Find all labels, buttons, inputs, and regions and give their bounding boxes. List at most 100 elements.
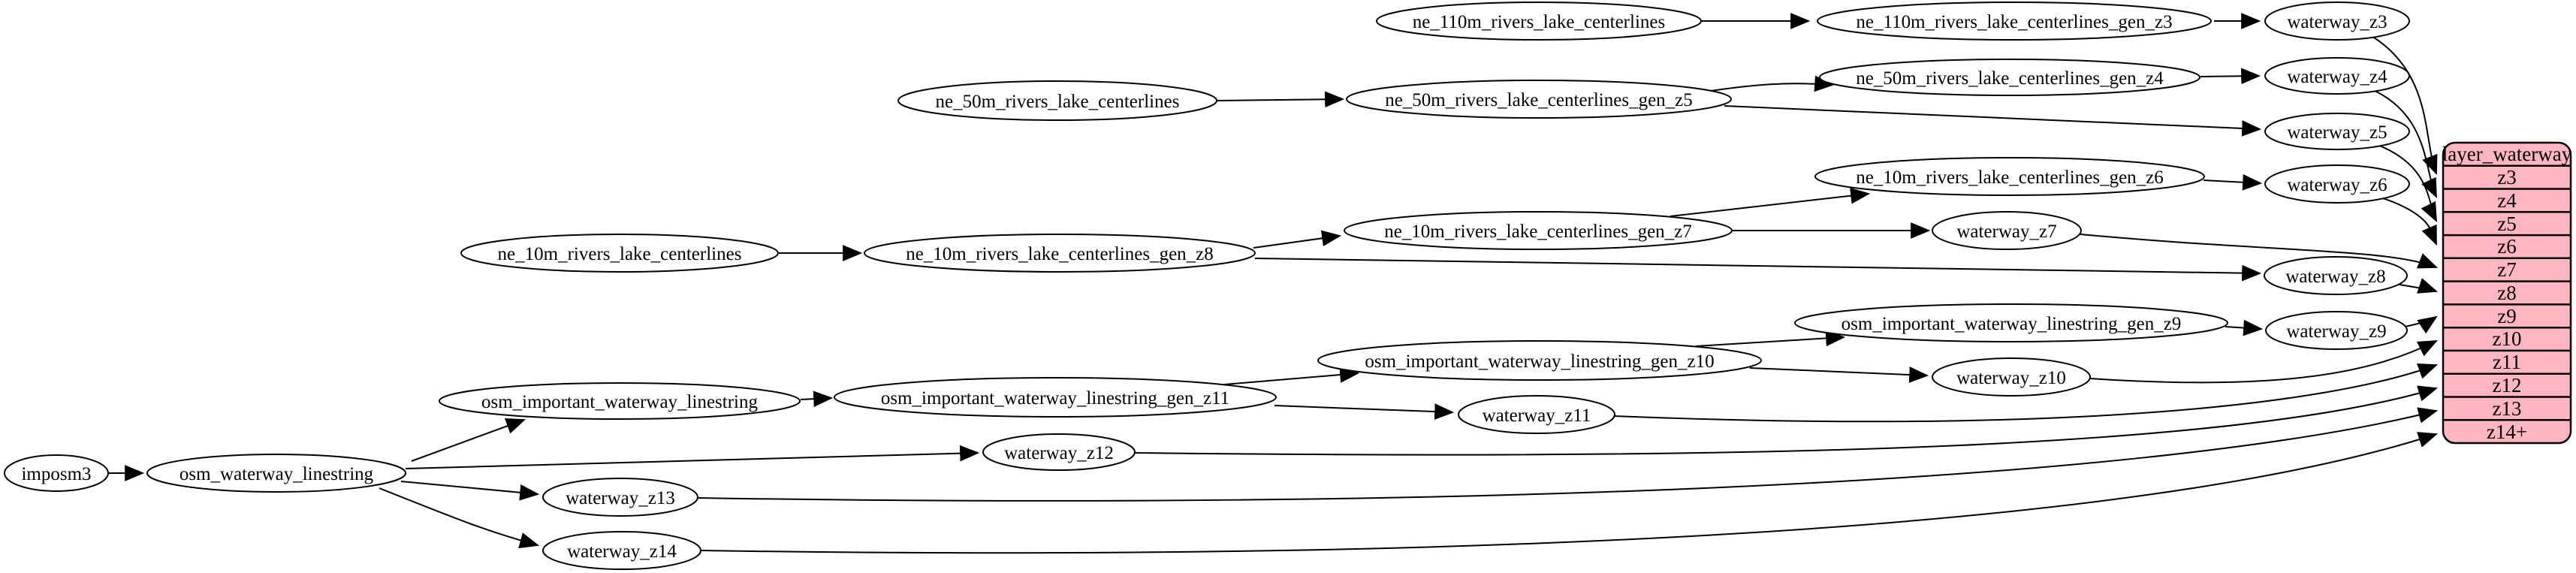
waterway_z4-ellipse xyxy=(2264,57,2410,95)
edge-osm_waterway_linestring-waterway_z12 xyxy=(405,445,980,469)
edge-osm_waterway_linestring-osm_important_waterway_linestring xyxy=(411,418,526,462)
node-ne_50m_rivers_lake_centerlines_gen_z4: ne_50m_rivers_lake_centerlines_gen_z4 xyxy=(1819,59,2200,96)
osm_important_waterway_linestring_gen_z10-label: osm_important_waterway_linestring_gen_z1… xyxy=(1365,351,1714,372)
node-waterway_z8: waterway_z8 xyxy=(2264,256,2408,295)
waterway_z12-label: waterway_z12 xyxy=(1004,443,1114,463)
table-row-z6: z6 xyxy=(2497,235,2516,258)
waterway_z14-ellipse xyxy=(542,531,701,570)
edge-waterway_z4-row_z4 xyxy=(2372,89,2437,198)
table-row-z9: z9 xyxy=(2497,305,2516,327)
edge-osm_waterway_linestring-waterway_z14 xyxy=(379,487,540,549)
waterway_z13-label: waterway_z13 xyxy=(566,488,675,508)
ne_10m_rivers_lake_centerlines_gen_z8-label: ne_10m_rivers_lake_centerlines_gen_z8 xyxy=(906,244,1214,264)
waterway_z9-label: waterway_z9 xyxy=(2286,321,2386,342)
node-waterway_z7: waterway_z7 xyxy=(1932,211,2082,250)
waterway_z7-label: waterway_z7 xyxy=(1956,222,2056,242)
ne_50m_rivers_lake_centerlines-label: ne_50m_rivers_lake_centerlines xyxy=(936,92,1180,112)
waterway_z6-ellipse xyxy=(2264,164,2410,204)
node-osm_waterway_linestring: osm_waterway_linestring xyxy=(146,454,406,493)
osm_important_waterway_linestring_gen_z10-ellipse xyxy=(1317,340,1762,381)
waterway_z11-ellipse xyxy=(1458,395,1615,434)
osm_waterway_linestring-ellipse xyxy=(146,454,406,493)
ne_10m_rivers_lake_centerlines-ellipse xyxy=(460,234,779,273)
edge-gen_z7-gen_z6 xyxy=(1670,187,1871,217)
waterway_z9-ellipse xyxy=(2265,311,2408,350)
edge-gen_z11-gen_z10 xyxy=(1223,366,1360,385)
ne_110m_rivers_lake_centerlines-ellipse xyxy=(1376,2,1702,41)
osm_important_waterway_linestring_gen_z11-label: osm_important_waterway_linestring_gen_z1… xyxy=(881,388,1229,409)
edge-waterway_z11-row_z11 xyxy=(1614,363,2439,423)
table-row-z5: z5 xyxy=(2497,213,2516,235)
waterway_z12-ellipse xyxy=(982,433,1136,471)
table-row-z13: z13 xyxy=(2493,397,2522,420)
node-ne_10m_rivers_lake_centerlines: ne_10m_rivers_lake_centerlines xyxy=(460,234,779,273)
ne_50m_rivers_lake_centerlines_gen_z5-label: ne_50m_rivers_lake_centerlines_gen_z5 xyxy=(1385,90,1693,110)
waterway_z7-ellipse xyxy=(1932,211,2082,250)
node-ne_10m_rivers_lake_centerlines_gen_z8: ne_10m_rivers_lake_centerlines_gen_z8 xyxy=(864,234,1256,273)
table-row-z10: z10 xyxy=(2493,327,2522,350)
edge-gen_z5-waterway_z5 xyxy=(1724,105,2262,137)
waterway_z11-label: waterway_z11 xyxy=(1483,406,1591,426)
edge-gen_z10-waterway_z10 xyxy=(1749,366,1929,383)
ne_110m_rivers_lake_centerlines-label: ne_110m_rivers_lake_centerlines xyxy=(1413,12,1665,32)
ne_10m_rivers_lake_centerlines_gen_z6-ellipse xyxy=(1814,157,2205,196)
ne_110m_rivers_lake_centerlines_gen_z3-label: ne_110m_rivers_lake_centerlines_gen_z3 xyxy=(1856,12,2172,32)
edge-waterway_z14-row_z14 xyxy=(700,432,2439,554)
node-ne_10m_rivers_lake_centerlines_gen_z6: ne_10m_rivers_lake_centerlines_gen_z6 xyxy=(1814,157,2205,196)
imposm3-label: imposm3 xyxy=(21,464,91,484)
osm_important_waterway_linestring_gen_z9-label: osm_important_waterway_linestring_gen_z9 xyxy=(1842,314,2182,334)
node-ne_50m_rivers_lake_centerlines: ne_50m_rivers_lake_centerlines xyxy=(897,80,1217,121)
edge-waterway_z3-row_z3 xyxy=(2371,35,2438,176)
waterway_z3-label: waterway_z3 xyxy=(2287,12,2387,32)
node-waterway_z9: waterway_z9 xyxy=(2265,311,2408,350)
ne_110m_rivers_lake_centerlines_gen_z3-ellipse xyxy=(1817,2,2212,41)
edge-waterway_z9-row_z9 xyxy=(2404,315,2438,334)
waterway_z10-ellipse xyxy=(1932,357,2091,397)
node-ne_110m_rivers_lake_centerlines_gen_z3: ne_110m_rivers_lake_centerlines_gen_z3 xyxy=(1817,2,2212,41)
node-waterway_z3: waterway_z3 xyxy=(2264,2,2410,41)
node-osm_important_waterway_linestring_gen_z10: osm_important_waterway_linestring_gen_z1… xyxy=(1317,340,1762,381)
edge-waterway_z10-row_z10 xyxy=(2089,340,2438,384)
edge-gen_z6-waterway_z6 xyxy=(2203,173,2263,191)
node-imposm3: imposm3 xyxy=(4,454,109,492)
node-waterway_z11: waterway_z11 xyxy=(1458,395,1615,434)
node-waterway_z14: waterway_z14 xyxy=(542,531,701,570)
node-waterway_z12: waterway_z12 xyxy=(982,433,1136,471)
edge-gen_z8-waterway_z8 xyxy=(1254,258,2262,282)
ne_10m_rivers_lake_centerlines_gen_z6-label: ne_10m_rivers_lake_centerlines_gen_z6 xyxy=(1856,167,2164,188)
table-row-z7: z7 xyxy=(2497,258,2516,281)
waterway_z14-label: waterway_z14 xyxy=(567,541,677,562)
edge-gen_z9-waterway_z9 xyxy=(2225,319,2264,336)
waterway_z6-label: waterway_z6 xyxy=(2287,175,2387,195)
table-row-z3: z3 xyxy=(2497,166,2516,188)
edge-waterway_z7-row_z7 xyxy=(2080,234,2439,269)
node-osm_important_waterway_linestring: osm_important_waterway_linestring xyxy=(439,382,801,420)
ne_50m_rivers_lake_centerlines_gen_z4-ellipse xyxy=(1819,59,2200,96)
osm_waterway_linestring-label: osm_waterway_linestring xyxy=(179,464,374,484)
ne_10m_rivers_lake_centerlines_gen_z7-ellipse xyxy=(1344,211,1733,250)
layer-waterway-table-frame xyxy=(2442,141,2572,445)
waterway_z5-label: waterway_z5 xyxy=(2287,122,2387,143)
waterway_z8-label: waterway_z8 xyxy=(2285,267,2385,287)
layer-waterway-table: layer_waterway z3 z4 z5 z6 z7 z8 z9 z10 … xyxy=(2442,141,2572,445)
node-waterway_z10: waterway_z10 xyxy=(1932,357,2091,397)
edge-waterway_z12-row_z12 xyxy=(1134,385,2439,456)
waterway_z3-ellipse xyxy=(2264,2,2410,41)
ne_10m_rivers_lake_centerlines-label: ne_10m_rivers_lake_centerlines xyxy=(498,244,742,264)
node-ne_10m_rivers_lake_centerlines_gen_z7: ne_10m_rivers_lake_centerlines_gen_z7 xyxy=(1344,211,1733,250)
edge-gen_z11-waterway_z11 xyxy=(1274,403,1455,420)
node-ne_50m_rivers_lake_centerlines_gen_z5: ne_50m_rivers_lake_centerlines_gen_z5 xyxy=(1346,80,1732,119)
table-row-z8: z8 xyxy=(2497,282,2516,304)
table-row-z4: z4 xyxy=(2497,189,2517,212)
imposm3-ellipse xyxy=(4,454,109,492)
edge-gen_z4-waterway_z4 xyxy=(2200,68,2261,85)
ne_50m_rivers_lake_centerlines_gen_z4-label: ne_50m_rivers_lake_centerlines_gen_z4 xyxy=(1856,68,2164,89)
node-osm_important_waterway_linestring_gen_z11: osm_important_waterway_linestring_gen_z1… xyxy=(834,377,1277,418)
layer-waterway-table-title: layer_waterway xyxy=(2442,143,2572,165)
edge-gen_z10-gen_z9 xyxy=(1695,330,1846,347)
waterway_z10-label: waterway_z10 xyxy=(1956,368,2066,388)
table-row-z12: z12 xyxy=(2493,374,2522,397)
edge-gen_z8-gen_z7 xyxy=(1253,230,1342,249)
edge-waterway_z8-row_z8 xyxy=(2399,278,2439,294)
ne_10m_rivers_lake_centerlines_gen_z7-label: ne_10m_rivers_lake_centerlines_gen_z7 xyxy=(1384,222,1692,242)
